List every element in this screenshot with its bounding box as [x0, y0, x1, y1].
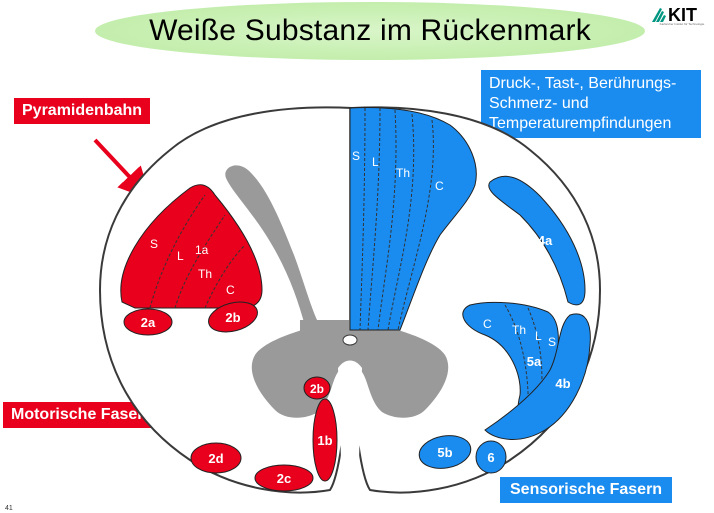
logo-text: KIT: [668, 5, 697, 25]
right-C: C: [483, 317, 492, 331]
tract-2a: [123, 308, 173, 336]
central-canal: [342, 334, 358, 346]
tract-4a: [488, 175, 586, 306]
druck-label-line3: Temperaturempfindungen: [489, 115, 672, 132]
tract-2b-left: [208, 301, 258, 333]
tract-2b-anterior-label: 2b: [310, 382, 324, 396]
tract-1b-label: 1b: [317, 433, 332, 448]
druck-label: Druck-, Tast-, Berührungs- Schmerz- und …: [481, 70, 701, 138]
left-tract-S: S: [150, 237, 158, 251]
dorsal-column: [349, 107, 477, 331]
tract-2b-anterior: [303, 376, 331, 400]
tract-1b: [312, 398, 338, 482]
pyramidenbahn-arrow: [93, 138, 151, 200]
page-title: Weiße Substanz im Rückenmark: [149, 14, 591, 47]
dorsal-Th: Th: [396, 166, 410, 180]
left-tract-1a: 1a: [195, 243, 209, 257]
dorsal-S: S: [352, 149, 360, 163]
tract-5b: [418, 435, 472, 469]
tract-4a-label: 4a: [538, 233, 553, 248]
left-tract-Th: Th: [198, 267, 212, 281]
tract-2a-label: 2a: [141, 315, 156, 330]
tract-6-label: 6: [487, 450, 494, 465]
sensorische-fasern-label: Sensorische Fasern: [500, 477, 673, 503]
kit-logo: KIT: [652, 5, 697, 25]
anterior-median-fissure: [338, 360, 362, 490]
tract-4b-label: 4b: [555, 376, 570, 391]
druck-label-line2: Schmerz- und: [489, 95, 589, 112]
left-tract-L: L: [177, 249, 184, 263]
right-L: L: [535, 329, 542, 343]
grey-matter-left-dorsal: [225, 165, 350, 328]
tract-5b-label: 5b: [437, 445, 452, 460]
tract-2c: [254, 464, 314, 492]
tract-2d: [190, 442, 242, 474]
dorsal-C: C: [435, 179, 444, 193]
lateral-pyramidal-tract: [120, 184, 263, 309]
right-S: S: [548, 335, 556, 349]
tract-4b: [484, 313, 591, 440]
tract-6: [475, 440, 507, 474]
tract-2c-label: 2c: [277, 471, 291, 486]
page-number: 41: [5, 505, 13, 512]
druck-label-line1: Druck-, Tast-, Berührungs-: [489, 75, 677, 92]
right-Th: Th: [512, 323, 526, 337]
tract-5a-label: 5a: [527, 354, 542, 369]
left-tract-C: C: [226, 283, 235, 297]
pyramidenbahn-label: Pyramidenbahn: [14, 98, 151, 124]
tract-2b-left-label: 2b: [225, 310, 240, 325]
title-banner: Weiße Substanz im Rückenmark: [95, 2, 645, 60]
dorsal-L: L: [372, 155, 379, 169]
tract-2d-label: 2d: [208, 451, 223, 466]
logo-subtitle: Karlsruher Institut für Technologie: [659, 22, 705, 26]
